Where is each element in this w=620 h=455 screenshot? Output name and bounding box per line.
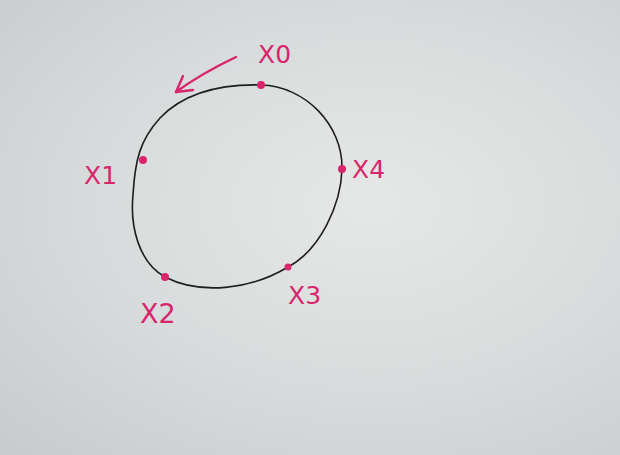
point-dots xyxy=(139,81,346,281)
circle-outline xyxy=(132,85,342,288)
point-label: X2 xyxy=(140,300,176,327)
direction-arrow xyxy=(176,57,236,92)
point-label: X3 xyxy=(288,283,321,308)
point-label: X1 xyxy=(84,163,117,188)
point-label: X4 xyxy=(352,157,385,182)
point-label: X0 xyxy=(258,42,291,67)
